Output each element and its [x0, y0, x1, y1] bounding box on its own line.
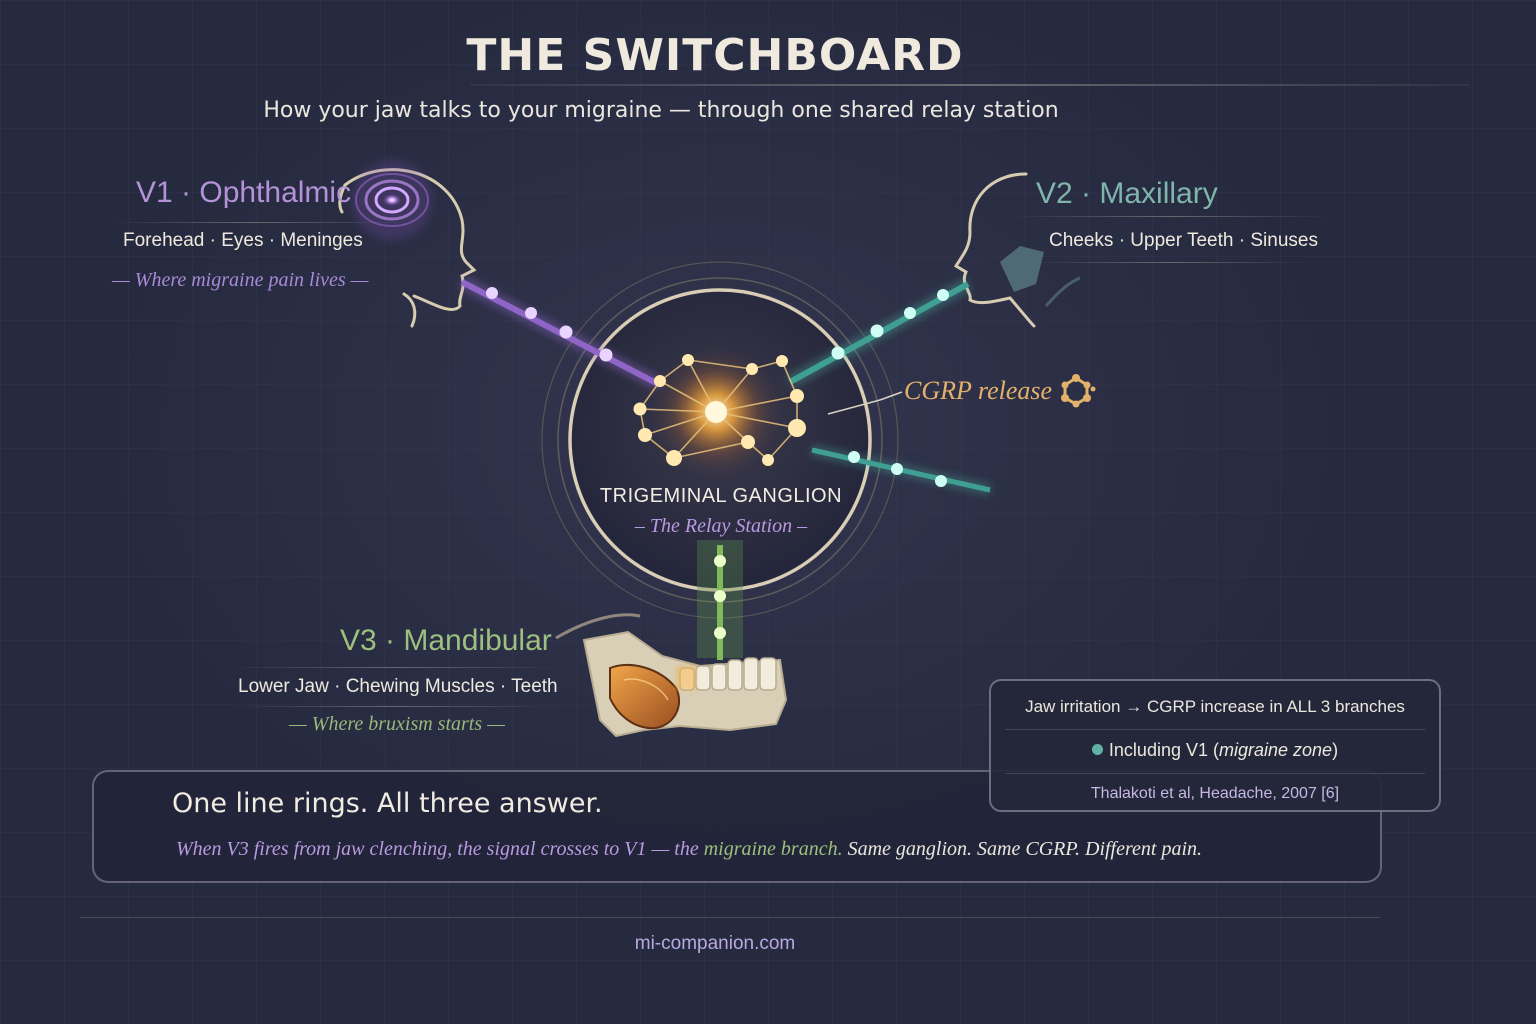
ganglion-subtitle: – The Relay Station – [634, 515, 808, 537]
v2-title: V2 · Maxillary [1036, 177, 1218, 210]
v3-divider [230, 667, 560, 668]
info-line-cgrp: Jaw irritation → CGRP increase in ALL 3 … [1025, 697, 1405, 716]
info-line-v1-prefix: Including V1 ( [1108, 740, 1219, 760]
summary-text: When V3 fires from jaw clenching, the si… [176, 838, 1202, 861]
jaw-icon [555, 613, 788, 738]
ganglion-name: TRIGEMINAL GANGLION [599, 485, 843, 507]
footer-divider [80, 917, 1380, 918]
info-line-v1-italic: migraine zone [1219, 740, 1333, 760]
info-divider-2 [1005, 773, 1425, 774]
v1-areas: Forehead · Eyes · Meninges [123, 230, 363, 251]
info-box: Jaw irritation → CGRP increase in ALL 3 … [989, 679, 1441, 812]
cgrp-label: CGRP release [904, 376, 1053, 405]
v1-note: — Where migraine pain lives — [112, 269, 369, 291]
title-divider [470, 84, 1470, 86]
v3-divider-lower [230, 706, 560, 707]
eye-ripple-icon [352, 160, 432, 240]
v2-divider [1010, 216, 1330, 217]
neuron-network-icon [633, 342, 806, 482]
page-subtitle: How your jaw talks to your migraine — th… [263, 98, 1059, 123]
v3-nerve-line [697, 540, 743, 660]
molecule-icon [1061, 374, 1096, 408]
info-divider-1 [1005, 729, 1425, 730]
info-citation: Thalakoti et al, Headache, 2007 [6] [1090, 785, 1340, 802]
page-title: THE SWITCHBOARD [466, 30, 964, 81]
summary-headline: One line rings. All three answer. [172, 788, 603, 819]
summary-text-part1: When V3 fires from jaw clenching, the si… [176, 838, 704, 860]
v3-areas: Lower Jaw · Chewing Muscles · Teeth [238, 676, 558, 697]
bullet-dot-icon [1091, 744, 1103, 755]
v1-title: V1 · Ophthalmic [136, 176, 352, 209]
v1-divider [110, 222, 400, 223]
summary-text-part2: Same ganglion. Same CGRP. Different pain… [842, 838, 1203, 860]
info-line-v1-suffix: ) [1332, 740, 1339, 760]
v2-branch-line [810, 444, 992, 496]
v2-head-profile-icon [953, 172, 1081, 328]
footer-link[interactable]: mi-companion.com [634, 933, 796, 954]
info-line-v1: Including V1 (migraine zone) [991, 740, 1439, 761]
v2-nerve-line [786, 277, 972, 389]
v2-areas: Cheeks · Upper Teeth · Sinuses [1049, 230, 1318, 251]
v3-title: V3 · Mandibular [340, 624, 552, 657]
v3-note: — Where bruxism starts — [289, 713, 505, 735]
summary-text-highlight: migraine branch. [703, 838, 843, 860]
v2-divider-lower [1030, 262, 1310, 263]
v1-nerve-line [458, 275, 664, 392]
